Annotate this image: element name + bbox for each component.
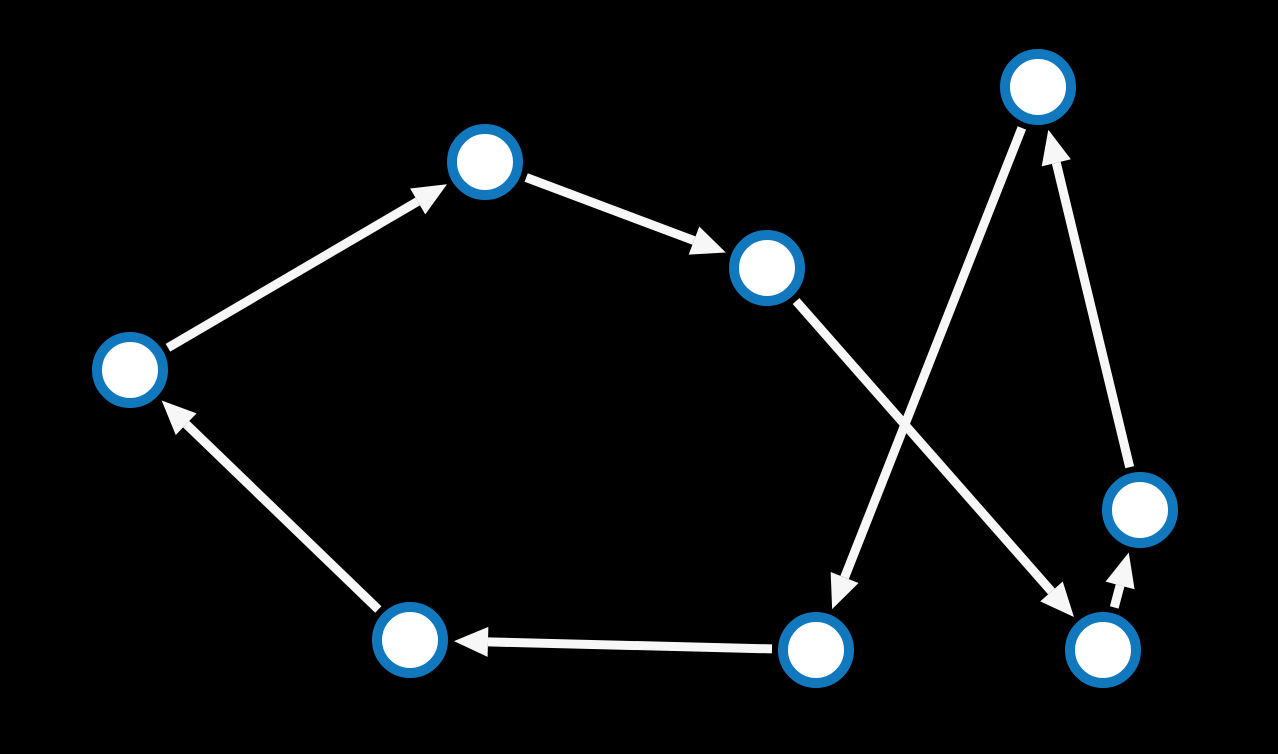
- nodes-layer: [92, 49, 1178, 688]
- graph-node-ring-n6[interactable]: [778, 612, 854, 688]
- graph-edge-n3-to-n6: [840, 126, 1027, 580]
- graph-node-ring-n1[interactable]: [447, 124, 523, 200]
- graph-node-n3[interactable]: [1000, 49, 1076, 125]
- graph-node-n2[interactable]: [729, 230, 805, 306]
- graph-node-ring-n2[interactable]: [729, 230, 805, 306]
- graph-node-n1[interactable]: [447, 124, 523, 200]
- arrowhead-icon-n7-to-n4: [1105, 552, 1135, 590]
- arrowhead-icon-n0-to-n1: [410, 184, 448, 215]
- graph-node-n0[interactable]: [92, 332, 168, 408]
- graph-node-n4[interactable]: [1102, 472, 1178, 548]
- graph-node-ring-n7[interactable]: [1065, 612, 1141, 688]
- arrowhead-icon-n4-to-n3: [1041, 129, 1071, 167]
- arrowhead-icon-n1-to-n2: [688, 226, 726, 255]
- graph-node-ring-n5[interactable]: [372, 602, 448, 678]
- graph-node-n6[interactable]: [778, 612, 854, 688]
- graph-node-ring-n4[interactable]: [1102, 472, 1178, 548]
- graph-node-ring-n3[interactable]: [1000, 49, 1076, 125]
- arrowhead-icon-n6-to-n5: [453, 626, 489, 657]
- graph-edge-n2-to-n7: [792, 298, 1055, 595]
- graph-edge-n5-to-n0: [183, 420, 382, 613]
- arrowhead-icon-n5-to-n0: [161, 400, 197, 435]
- graph-edge-n6-to-n5: [487, 637, 773, 654]
- graph-edge-n4-to-n3: [1051, 161, 1135, 469]
- graph-edge-n0-to-n1: [165, 197, 420, 352]
- graph-node-ring-n0[interactable]: [92, 332, 168, 408]
- graph-edge-n1-to-n2: [524, 173, 696, 245]
- arrowhead-icon-n2-to-n7: [1040, 581, 1074, 617]
- edges-layer: [161, 126, 1135, 657]
- arrowhead-icon-n3-to-n6: [830, 571, 859, 610]
- graph-edge-n7-to-n4: [1109, 584, 1125, 609]
- graph-node-n7[interactable]: [1065, 612, 1141, 688]
- graph-node-n5[interactable]: [372, 602, 448, 678]
